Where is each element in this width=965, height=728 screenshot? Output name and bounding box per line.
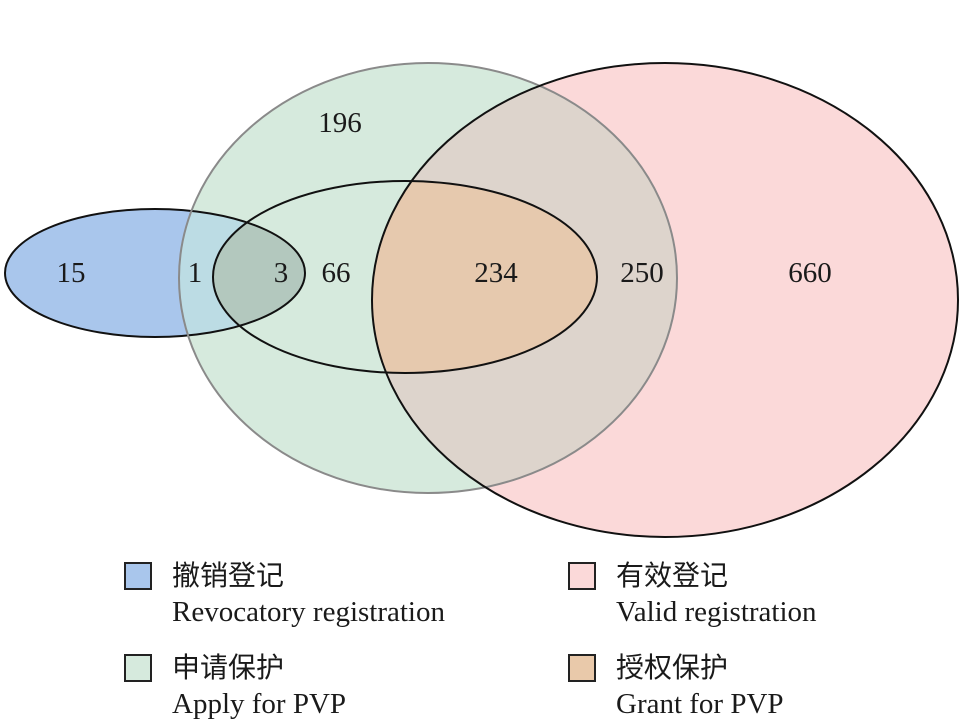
legend-grant-cn: 授权保护 (616, 651, 729, 684)
legend-apply-cn: 申请保护 (172, 651, 285, 684)
label-revocatory-apply-grant: 3 (274, 257, 289, 289)
legend-revocatory-en: Revocatory registration (172, 596, 445, 628)
label-apply-only: 196 (318, 107, 362, 139)
legend-apply: 申请保护 Apply for PVP (124, 650, 346, 722)
legend-swatch-revocatory (124, 562, 152, 590)
venn-diagram: 15 1 3 66 196 234 250 660 (4, 62, 959, 538)
legend-grant: 授权保护 Grant for PVP (568, 650, 784, 722)
legend-apply-en: Apply for PVP (172, 688, 347, 720)
valid-outline (371, 62, 959, 538)
legend-valid-cn: 有效登记 (616, 559, 729, 592)
label-revocatory-apply: 1 (188, 257, 203, 289)
legend-valid-en: Valid registration (616, 596, 817, 628)
revocatory-grant-overlap (213, 209, 305, 337)
legend-valid: 有效登记 Valid registration (568, 558, 817, 630)
label-apply-valid: 250 (620, 257, 664, 289)
grant-outline (212, 180, 598, 374)
legend-grant-en: Grant for PVP (616, 688, 784, 720)
apply-valid-overlap (372, 63, 677, 493)
legend-revocatory-cn: 撤销登记 (172, 559, 285, 592)
label-apply-grant-valid: 234 (474, 257, 518, 289)
legend-swatch-valid (568, 562, 596, 590)
label-revocatory-only: 15 (57, 257, 86, 289)
legend-swatch-apply (124, 654, 152, 682)
revocatory-outline (4, 208, 306, 338)
legend-swatch-grant (568, 654, 596, 682)
legend-revocatory: 撤销登记 Revocatory registration (124, 558, 445, 630)
label-apply-grant: 66 (322, 257, 351, 289)
apply-outline (178, 62, 678, 494)
label-valid-only: 660 (788, 257, 832, 289)
